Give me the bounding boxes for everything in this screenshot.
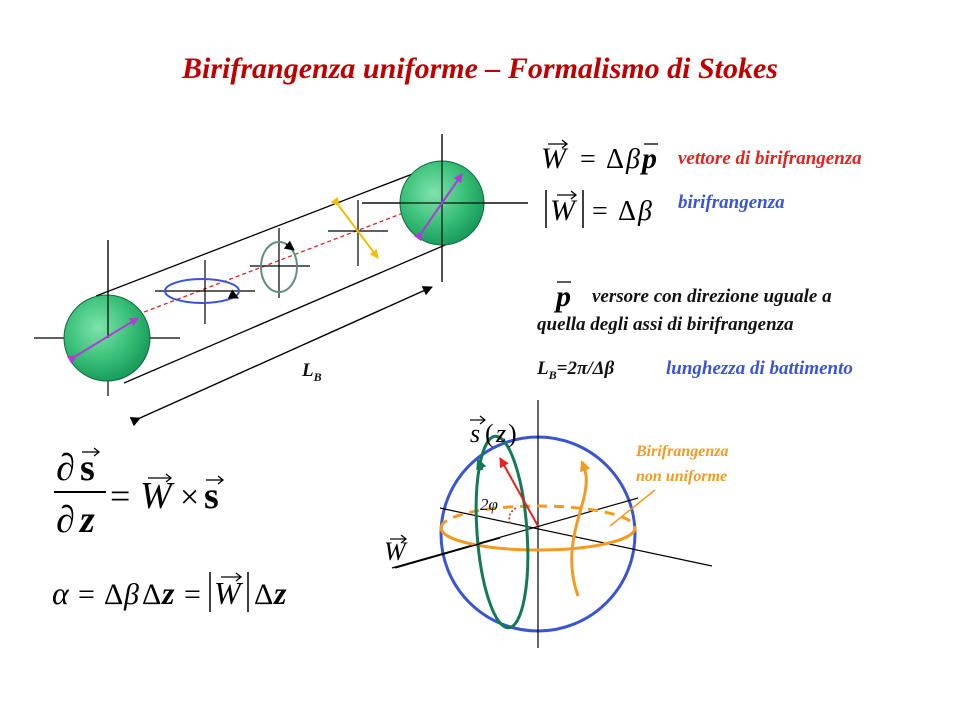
svg-text:∂: ∂ <box>56 499 75 541</box>
formula-p-versor: p <box>553 280 571 313</box>
svg-text:W: W <box>550 194 578 227</box>
svg-text:α: α <box>52 575 70 611</box>
label-lb-formula: LB=2π/Δβ <box>537 358 615 382</box>
svg-text:β: β <box>123 578 139 611</box>
svg-text:=: = <box>592 196 608 227</box>
label-versore-line2: quella degli assi di birifrangenza <box>537 314 794 335</box>
svg-text:×: × <box>180 479 199 516</box>
svg-text:Δ: Δ <box>254 578 273 611</box>
formula-w-magnitude: W = Δ β <box>545 190 652 228</box>
svg-text:Δ: Δ <box>606 144 624 175</box>
polarization-ellipse-1 <box>155 260 255 324</box>
svg-text:z: z <box>273 575 287 611</box>
svg-text:=: = <box>184 578 201 611</box>
svg-text:(: ( <box>485 419 494 448</box>
svg-text:W: W <box>541 142 569 175</box>
svg-text:z: z <box>495 419 506 448</box>
formula-w-vector: W = Δ β p <box>541 139 658 175</box>
svg-text:s: s <box>470 419 480 448</box>
svg-text:Δ: Δ <box>142 578 161 611</box>
svg-text:z: z <box>78 499 95 541</box>
svg-text:p: p <box>553 280 571 313</box>
svg-text:z: z <box>161 575 175 611</box>
poincare-sphere <box>391 400 713 648</box>
label-birifrangenza: birifrangenza <box>678 192 785 213</box>
svg-text:): ) <box>508 419 517 448</box>
label-vettore-birifrangenza: vettore di birifrangenza <box>678 148 862 169</box>
formula-alpha: α = Δ β Δ z = W Δ z <box>52 572 287 612</box>
label-lunghezza-battimento: lunghezza di battimento <box>666 358 853 379</box>
svg-text:p: p <box>639 142 657 175</box>
page-title: Birifrangenza uniforme – Formalismo di S… <box>182 52 778 85</box>
svg-text:=: = <box>110 476 130 516</box>
polarization-linear-3 <box>328 196 388 266</box>
label-two-phi: 2φ <box>480 495 498 514</box>
label-lb-dimension: LB <box>302 360 322 384</box>
svg-text:β: β <box>637 196 652 227</box>
svg-text:s: s <box>204 475 219 517</box>
right-ball <box>362 134 528 282</box>
svg-text:Δ: Δ <box>618 196 636 227</box>
w-axis-label: W <box>384 534 408 566</box>
label-nonuniform-line2: non uniforme <box>636 468 728 485</box>
svg-text:=: = <box>78 578 95 611</box>
svg-text:W: W <box>214 575 244 611</box>
label-versore-line1: versore con direzione uguale a <box>592 286 832 307</box>
svg-text:W: W <box>384 537 408 566</box>
formula-derivative: ∂ s ∂ z = W × s <box>54 447 225 541</box>
svg-text:β: β <box>625 144 640 175</box>
polarization-ellipse-2 <box>250 228 310 298</box>
svg-text:Δ: Δ <box>104 578 123 611</box>
beat-length-arrow <box>129 286 433 427</box>
svg-text:W: W <box>140 475 175 517</box>
left-ball <box>34 240 180 396</box>
svg-text:s: s <box>80 447 95 489</box>
formula-s-of-z: s ( z ) <box>470 415 517 448</box>
label-nonuniform-line1: Birifrangenza <box>636 443 729 460</box>
svg-text:∂: ∂ <box>56 447 75 489</box>
svg-text:=: = <box>580 144 596 175</box>
